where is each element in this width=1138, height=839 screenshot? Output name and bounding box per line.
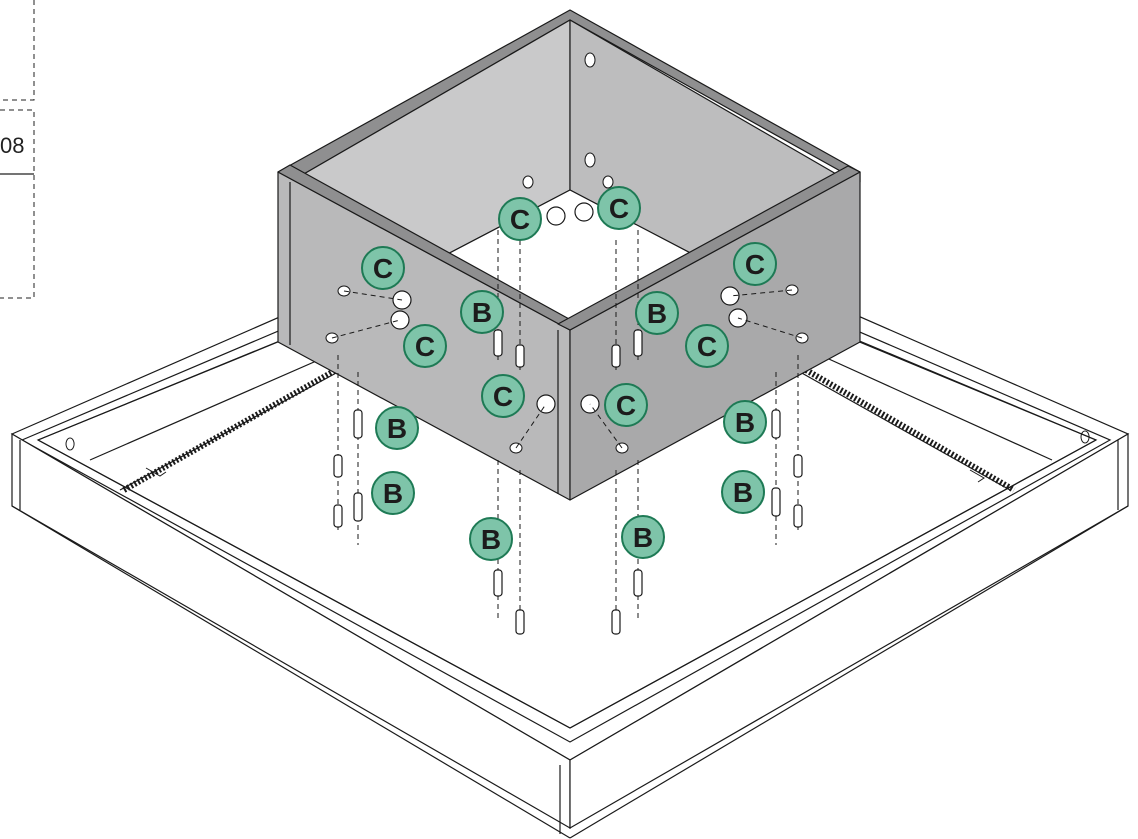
callout-label: C [697, 331, 717, 362]
callout-label: C [415, 331, 435, 362]
callout-label: B [735, 407, 755, 438]
callout-label: B [383, 478, 403, 509]
callout-label: B [733, 477, 753, 508]
callout-label: B [633, 522, 653, 553]
callout-label: C [493, 381, 513, 412]
callout-label: C [745, 249, 765, 280]
callout-b: B [371, 471, 415, 515]
callout-b: B [375, 406, 419, 450]
callout-b: B [469, 517, 513, 561]
callout-label: B [472, 297, 492, 328]
callout-label: C [616, 390, 636, 421]
callout-c: C [597, 186, 641, 230]
callout-b: B [723, 400, 767, 444]
callout-b: B [721, 470, 765, 514]
dowels [333, 329, 803, 635]
callout-b: B [635, 291, 679, 335]
callouts: C C C C C C C C B B B B B B B B [361, 186, 777, 561]
callout-label: B [481, 524, 501, 555]
step-number: 08 [0, 133, 24, 158]
callout-b: B [621, 515, 665, 559]
callout-label: C [510, 204, 530, 235]
cam-locks [390, 202, 748, 414]
callout-c: C [604, 383, 648, 427]
step-box: 08 [0, 0, 35, 299]
callout-label: B [387, 413, 407, 444]
callout-label: C [373, 253, 393, 284]
callout-b: B [460, 290, 504, 334]
callout-c: C [361, 246, 405, 290]
callout-c: C [403, 324, 447, 368]
callout-label: C [609, 193, 629, 224]
callout-c: C [733, 242, 777, 286]
callout-c: C [685, 324, 729, 368]
callout-c: C [481, 374, 525, 418]
callout-label: B [647, 298, 667, 329]
callout-c: C [498, 197, 542, 241]
